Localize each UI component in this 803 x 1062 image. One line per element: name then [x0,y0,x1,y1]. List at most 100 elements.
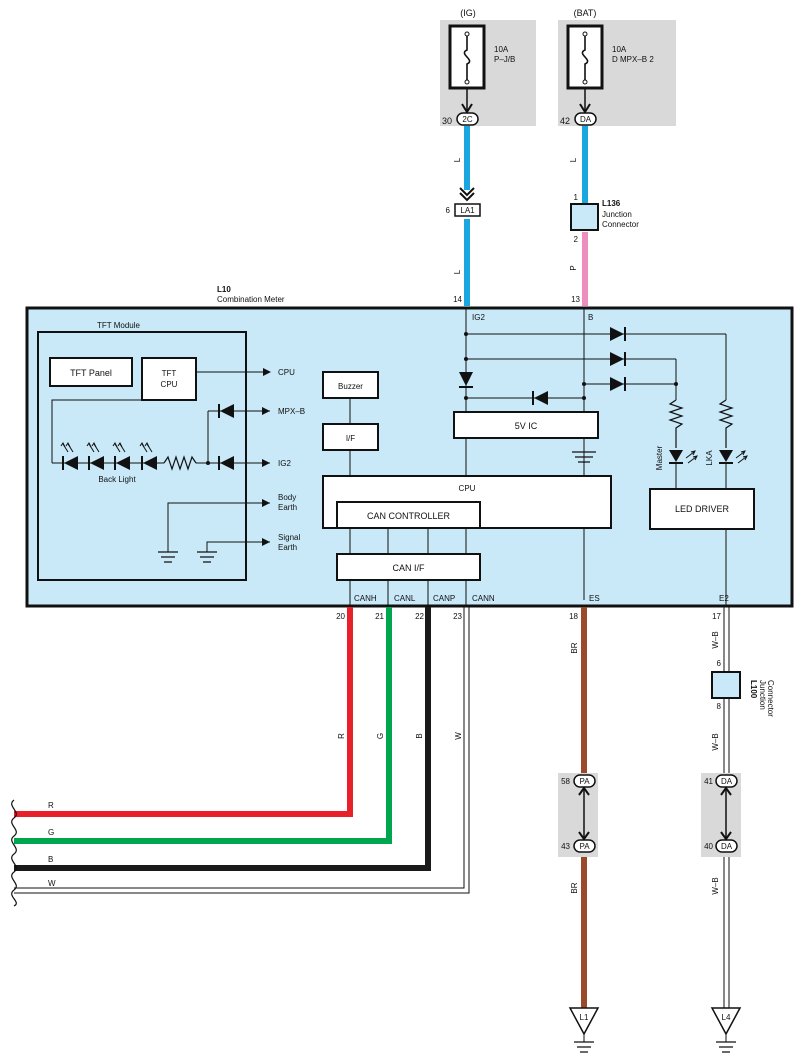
tft-cpu-line1: TFT [162,369,177,378]
diode-mpxb [220,404,234,418]
wire-code-wb-2: W–B [711,733,720,750]
connector-la1-label: LA1 [460,206,475,215]
connector-da-pin-top: 41 [704,777,713,786]
wire-code-b-vertical: B [415,733,424,738]
fuse-bat-terminal: DA [580,115,592,124]
wire-code-w-horizontal: W [48,879,56,888]
tft-panel [49,357,133,387]
resistor-lka [718,399,734,448]
wire-code-g-vertical: G [376,733,385,739]
wire-canl-g [14,607,392,844]
l100-id: L100 [749,680,758,699]
led-master [669,450,683,462]
led-master-label: Master [655,445,664,470]
l136-pin-out: 2 [574,235,579,244]
pin-num-20: 20 [336,612,345,621]
ic-5v-ground-icon [572,451,596,463]
backlight-led-2 [90,456,104,470]
ground-l4-label: L4 [722,1013,731,1022]
backlight-leds [60,442,157,470]
led-lka-label: LKA [705,450,714,466]
wire-bat: L P 1 2 L136 Junction Connector [569,126,639,306]
interface-label: I/F [346,434,355,443]
wire-code-l-1: L [453,157,462,162]
can-controller-label: CAN CONTROLLER [367,511,451,521]
l136-id: L136 [602,199,621,208]
signal-mpxb-arrowhead [262,407,270,415]
wire-code-l-2: L [453,269,462,274]
fuse-bat-element [581,34,589,82]
body-earth-ground-icon [158,551,178,563]
connector-la1-arrows [459,187,475,202]
connector-da-bottom-label: DA [721,842,733,851]
can-interface [336,553,481,581]
tft-cpu [141,357,197,401]
meter-name: Combination Meter [217,295,285,304]
pin-name-canh: CANH [354,594,377,603]
led-lka [719,450,733,462]
buzzer-label: Buzzer [338,382,363,391]
connector-la1 [454,203,481,217]
diode-ig2 [220,456,234,470]
interface-block [322,423,379,451]
wire-code-r-horizontal: R [48,801,54,810]
wire-es: BR BR PA 58 PA 43 L1 [558,607,600,1053]
backlight-led-4 [143,456,157,470]
ground-l4-icon [716,1041,736,1053]
connector-da-pin-bottom: 40 [704,842,713,851]
terminal-2c [456,112,479,126]
pin-name-canp: CANP [433,594,455,603]
signal-signal-line1: Signal [278,533,300,542]
connector-pa-top-label: PA [579,777,590,786]
fuse-ig-pin: 30 [442,116,452,126]
l100-desc1: Junction [758,680,767,710]
wire-code-b-horizontal: B [48,855,53,864]
l136-desc1: Junction [602,210,632,219]
connector-da-top-label: DA [721,777,733,786]
l100-desc2: Connector [766,680,775,717]
fuse-bat-pin: 42 [560,116,570,126]
pin-name-e2: E2 [719,594,729,603]
meter-pin-14: 14 [453,295,462,304]
fuse-ig: (IG) 10A P–J/B 30 2C [440,8,536,126]
main-cpu-label: CPU [459,484,476,493]
l100-pin-in: 6 [717,659,722,668]
junction-connector-l100 [711,671,741,699]
fuse-ig-supply: (IG) [460,8,476,18]
fuse-ig-box: P–J/B [494,55,515,64]
meter-pin-name-ig2: IG2 [472,313,485,322]
terminal-da [574,112,597,126]
backlight-resistor [163,455,197,471]
fuse-bat-rating: 10A [612,45,627,54]
wire-e2: W–B W–B W–B 6 8 L100 Junction Connector … [701,607,775,1053]
connector-pa-bottom-label: PA [579,842,590,851]
ground-l1-label: L1 [580,1013,589,1022]
signal-ig2-arrowhead [262,459,270,467]
backlight-led-1 [64,456,78,470]
wire-code-r-vertical: R [337,733,346,739]
backlight-label: Back Light [98,475,136,484]
signal-earth-ground-icon [197,551,217,563]
can-wires: R G B W R G B W [11,607,470,907]
pin-num-22: 22 [415,612,424,621]
ground-l1 [568,1007,600,1036]
wire-cann-w-edge1 [14,607,465,889]
meter-id: L10 [217,285,231,294]
connector-la1-pin: 6 [446,206,451,215]
tft-module: TFT Module TFT Panel TFT CPU CPU MPX–B I… [37,321,305,581]
backlight-led-3 [116,456,130,470]
resistor-master [668,399,684,448]
signal-ig2-label: IG2 [278,459,291,468]
pin-name-cann: CANN [472,594,495,603]
tft-cpu-line2: CPU [161,380,178,389]
diode-led-3 [610,377,624,391]
wire-code-l-3: L [569,157,578,162]
wire-canh-r [14,607,353,817]
l100-pin-out: 8 [717,702,722,711]
tft-module-box [37,331,247,581]
tft-panel-label: TFT Panel [70,368,112,378]
ground-l1-icon [574,1041,594,1053]
fuse-ig-element [463,34,471,82]
wire-code-wb-1: W–B [711,631,720,648]
